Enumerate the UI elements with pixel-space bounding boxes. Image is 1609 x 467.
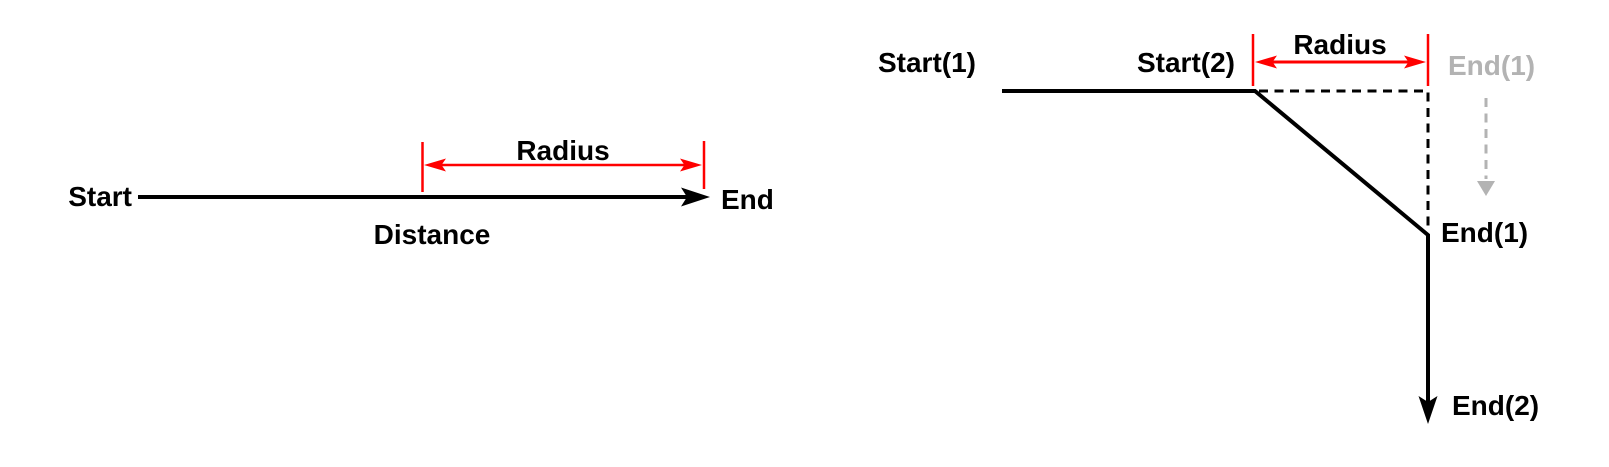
ghost-end1-label: End(1) xyxy=(1448,50,1535,81)
start1-label: Start(1) xyxy=(878,47,976,78)
end2-label: End(2) xyxy=(1452,390,1539,421)
radius-arrowhead-right-icon xyxy=(680,158,702,172)
start-label: Start xyxy=(68,181,132,212)
original-corner-path-dashed xyxy=(1259,89,1430,232)
straight-move-diagram: Start End Radius Distance xyxy=(68,135,774,250)
end1-label: End(1) xyxy=(1441,217,1528,248)
corner-radius-diagram: Start(1) Start(2) Radius End(1) End(1) E… xyxy=(878,29,1539,424)
radius-label: Radius xyxy=(516,135,609,166)
radius-label: Radius xyxy=(1293,29,1386,60)
distance-label: Distance xyxy=(374,219,491,250)
radius-arrowhead-left-icon xyxy=(1255,55,1277,69)
end2-arrowhead-icon xyxy=(1418,396,1438,424)
end-label: End xyxy=(721,184,774,215)
radius-arrowhead-left-icon xyxy=(424,158,446,172)
start2-label: Start(2) xyxy=(1137,47,1235,78)
distance-arrowhead-icon xyxy=(681,187,710,207)
ghost-end1-arrowhead-icon xyxy=(1477,181,1495,196)
blended-path-line xyxy=(1002,89,1430,410)
radius-arrowhead-right-icon xyxy=(1404,55,1426,69)
